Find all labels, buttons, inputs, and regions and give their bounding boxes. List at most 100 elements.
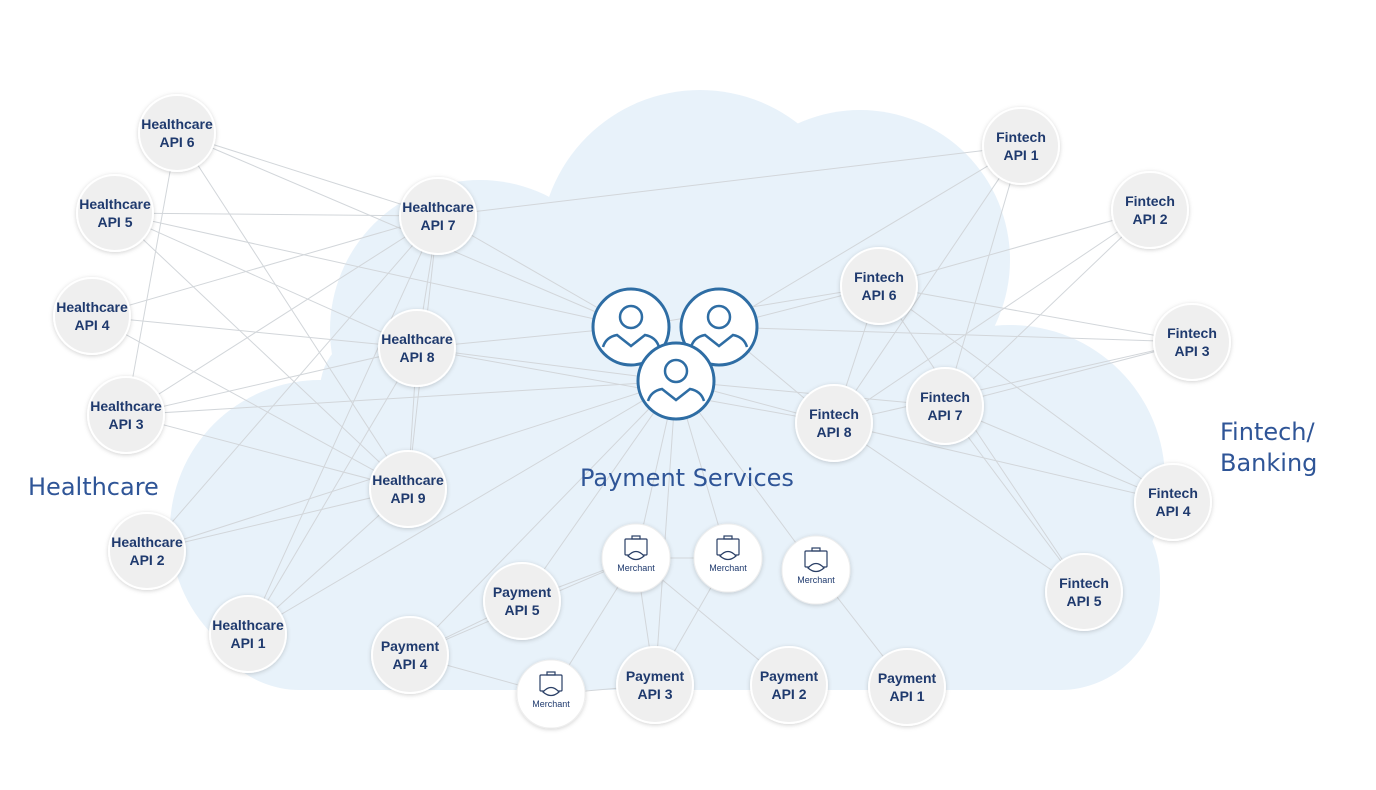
edge-F1-U2 [718, 145, 1022, 328]
edge-H8-F8 [416, 347, 835, 424]
edge-F5-F6 [878, 285, 1085, 593]
edge-H5-H7 [114, 212, 439, 217]
group-label-banking: Banking [1220, 449, 1317, 477]
node-label-line1: Healthcare [381, 331, 453, 347]
node-circle [53, 277, 131, 355]
node-label-line2: API 5 [504, 602, 539, 618]
edge-F3-F6 [878, 285, 1193, 343]
node-label-line1: Healthcare [402, 199, 474, 215]
node-circle [87, 376, 165, 454]
group-label-payment-services: Payment Services [580, 464, 794, 492]
edge-U3-P4 [409, 380, 677, 656]
user-person-icon [689, 304, 749, 348]
merchant-node[interactable]: Merchant [601, 523, 671, 593]
node-label-line2: API 4 [392, 656, 427, 672]
node-label-line1: Healthcare [90, 398, 162, 414]
node-label-line2: API 6 [861, 287, 896, 303]
merchant-label: Merchant [709, 563, 747, 573]
edge-H3-H8 [125, 347, 418, 416]
node-label-line1: Payment [381, 638, 440, 654]
node-label-line2: API 4 [74, 317, 109, 333]
edge-F6-U1 [630, 285, 880, 328]
node-label-line1: Fintech [1148, 485, 1198, 501]
node-label-line1: Fintech [1125, 193, 1175, 209]
node-label-line1: Fintech [809, 406, 859, 422]
node-label-line2: API 1 [1003, 147, 1038, 163]
edge-F4-F7 [944, 405, 1174, 503]
edge-F3-U2 [718, 326, 1193, 343]
node-label-line1: Payment [626, 668, 685, 684]
merchant-briefcase-handshake-icon [716, 535, 740, 561]
merchant-label: Merchant [797, 575, 835, 585]
edge-H6-H3 [125, 132, 178, 416]
node-circle [1045, 553, 1123, 631]
merchant-node[interactable]: Merchant [516, 659, 586, 729]
node-label-line1: Fintech [1167, 325, 1217, 341]
node-circle [209, 595, 287, 673]
edge-F2-F6 [878, 209, 1151, 287]
node-circle [369, 450, 447, 528]
payment-user-node[interactable] [636, 341, 716, 421]
node-label-line1: Healthcare [212, 617, 284, 633]
edge-F1-F7 [944, 145, 1022, 407]
edge-H5-H9 [114, 212, 409, 490]
node-label-line2: API 5 [97, 214, 132, 230]
node-circle [795, 384, 873, 462]
node-label-line2: API 6 [159, 134, 194, 150]
node-label-line2: API 2 [1132, 211, 1167, 227]
edge-H2-H7 [146, 215, 439, 552]
node-label-line1: Payment [760, 668, 819, 684]
merchant-node[interactable]: Merchant [781, 535, 851, 605]
user-person-icon [601, 304, 661, 348]
edge-F2-F7 [944, 209, 1151, 407]
merchant-node[interactable]: Merchant [693, 523, 763, 593]
edge-H5-U1 [114, 212, 632, 328]
node-label-line1: Fintech [996, 129, 1046, 145]
edge-U3-P3 [654, 380, 677, 686]
node-label-line1: Healthcare [56, 299, 128, 315]
node-label-line2: API 3 [637, 686, 672, 702]
merchant-label: Merchant [617, 563, 655, 573]
edge-H6-H9 [176, 132, 409, 490]
node-label-line2: API 3 [1174, 343, 1209, 359]
payment-user-node[interactable] [679, 287, 759, 367]
edge-H3-H7 [125, 215, 439, 416]
edge-H2-H9 [146, 488, 409, 552]
node-circle [750, 646, 828, 724]
edge-H4-H7 [91, 215, 439, 317]
merchant-label: Merchant [532, 699, 570, 709]
node-circle [982, 107, 1060, 185]
node-circle [483, 562, 561, 640]
node-label-line1: Fintech [854, 269, 904, 285]
user-person-icon [646, 358, 706, 402]
edge-H8-U3 [416, 347, 677, 382]
node-circle [399, 177, 477, 255]
edge-F4-F8 [833, 422, 1174, 503]
node-label-line1: Healthcare [372, 472, 444, 488]
payment-user-node[interactable] [591, 287, 671, 367]
edge-F5-F8 [833, 422, 1085, 593]
node-label-line2: API 9 [390, 490, 425, 506]
